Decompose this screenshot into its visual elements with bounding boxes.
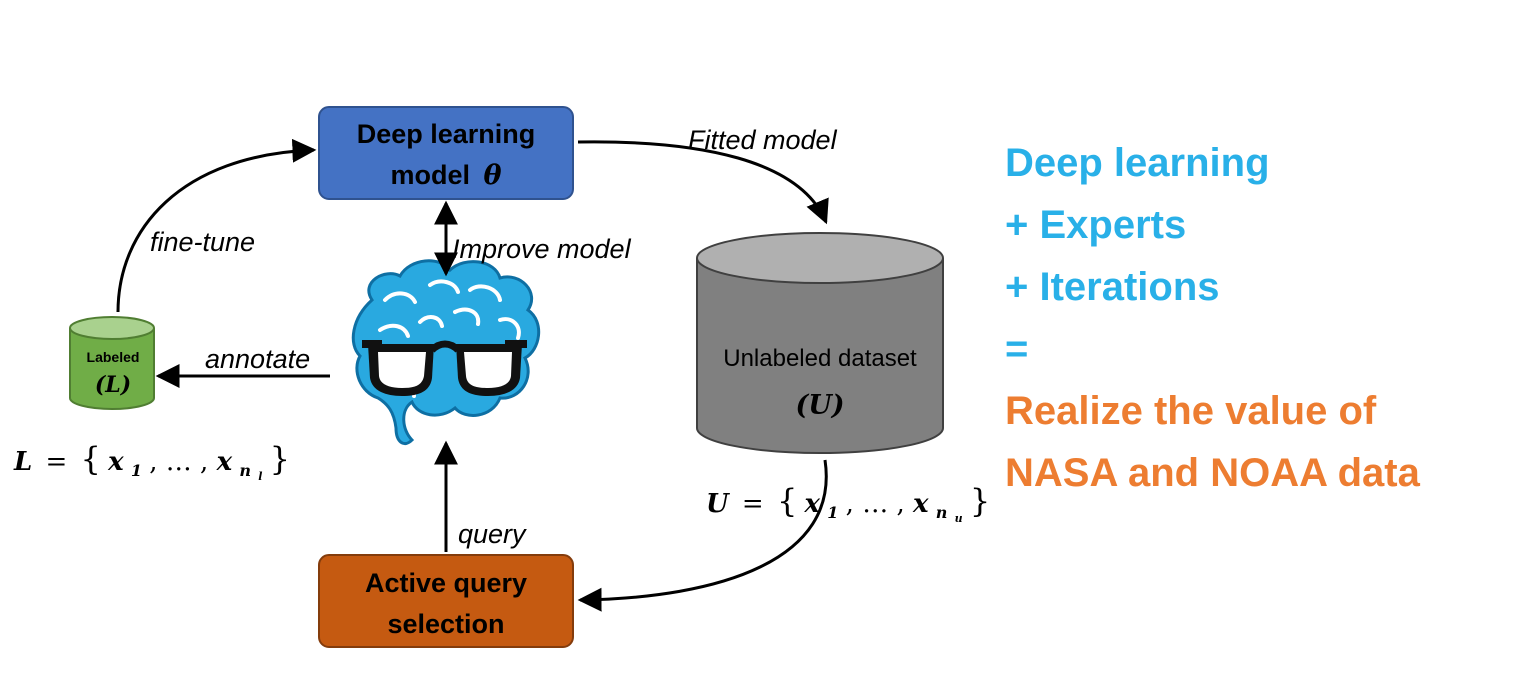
brain-with-glasses-icon	[351, 259, 541, 445]
side-conclusion-line1: Realize the value of	[1005, 389, 1377, 433]
fitted-model-label: Fitted model	[688, 125, 838, 155]
unlabeled-cylinder: Unlabeled dataset (U)	[696, 232, 944, 454]
side-line-deep-learning: Deep learning	[1005, 141, 1270, 185]
labeled-cylinder-label: Labeled	[87, 349, 140, 365]
unlabeled-to-query-arrow	[577, 459, 828, 612]
model-box: Deep learning model θ	[318, 106, 574, 200]
fine-tune-label: fine-tune	[150, 227, 255, 257]
labeled-set-formula: L = { x 1 , … , x n l }	[13, 440, 290, 486]
unlabeled-cylinder-label: Unlabeled dataset	[723, 345, 917, 372]
side-line-iterations: + Iterations	[1005, 265, 1220, 309]
model-theta-symbol: θ	[484, 160, 502, 191]
labeled-cylinder-symbol: (L)	[95, 372, 131, 398]
model-box-line1: Deep learning	[357, 119, 536, 149]
query-box-line1: Active query	[365, 568, 527, 598]
side-line-equals: =	[1005, 327, 1028, 371]
svg-text:model θ: model θ	[390, 160, 501, 191]
fitted-model-arrow	[577, 140, 829, 225]
improve-model-label: Improve model	[452, 234, 632, 264]
query-selection-box: Active query selection	[318, 554, 574, 648]
query-box-line2: selection	[387, 609, 504, 639]
side-conclusion-line2: NASA and NOAA data	[1005, 451, 1421, 495]
unlabeled-set-formula: U = { x 1 , … , x n u }	[706, 482, 990, 528]
side-summary: Deep learning + Experts + Iterations = R…	[1005, 141, 1421, 495]
fine-tune-arrow	[116, 138, 317, 313]
unlabeled-cylinder-symbol: (U)	[795, 390, 844, 421]
query-label: query	[458, 519, 527, 549]
side-line-experts: + Experts	[1005, 203, 1186, 247]
labeled-cylinder: Labeled (L)	[69, 316, 155, 410]
model-box-line2: model	[390, 160, 470, 190]
annotate-label: annotate	[205, 344, 310, 374]
